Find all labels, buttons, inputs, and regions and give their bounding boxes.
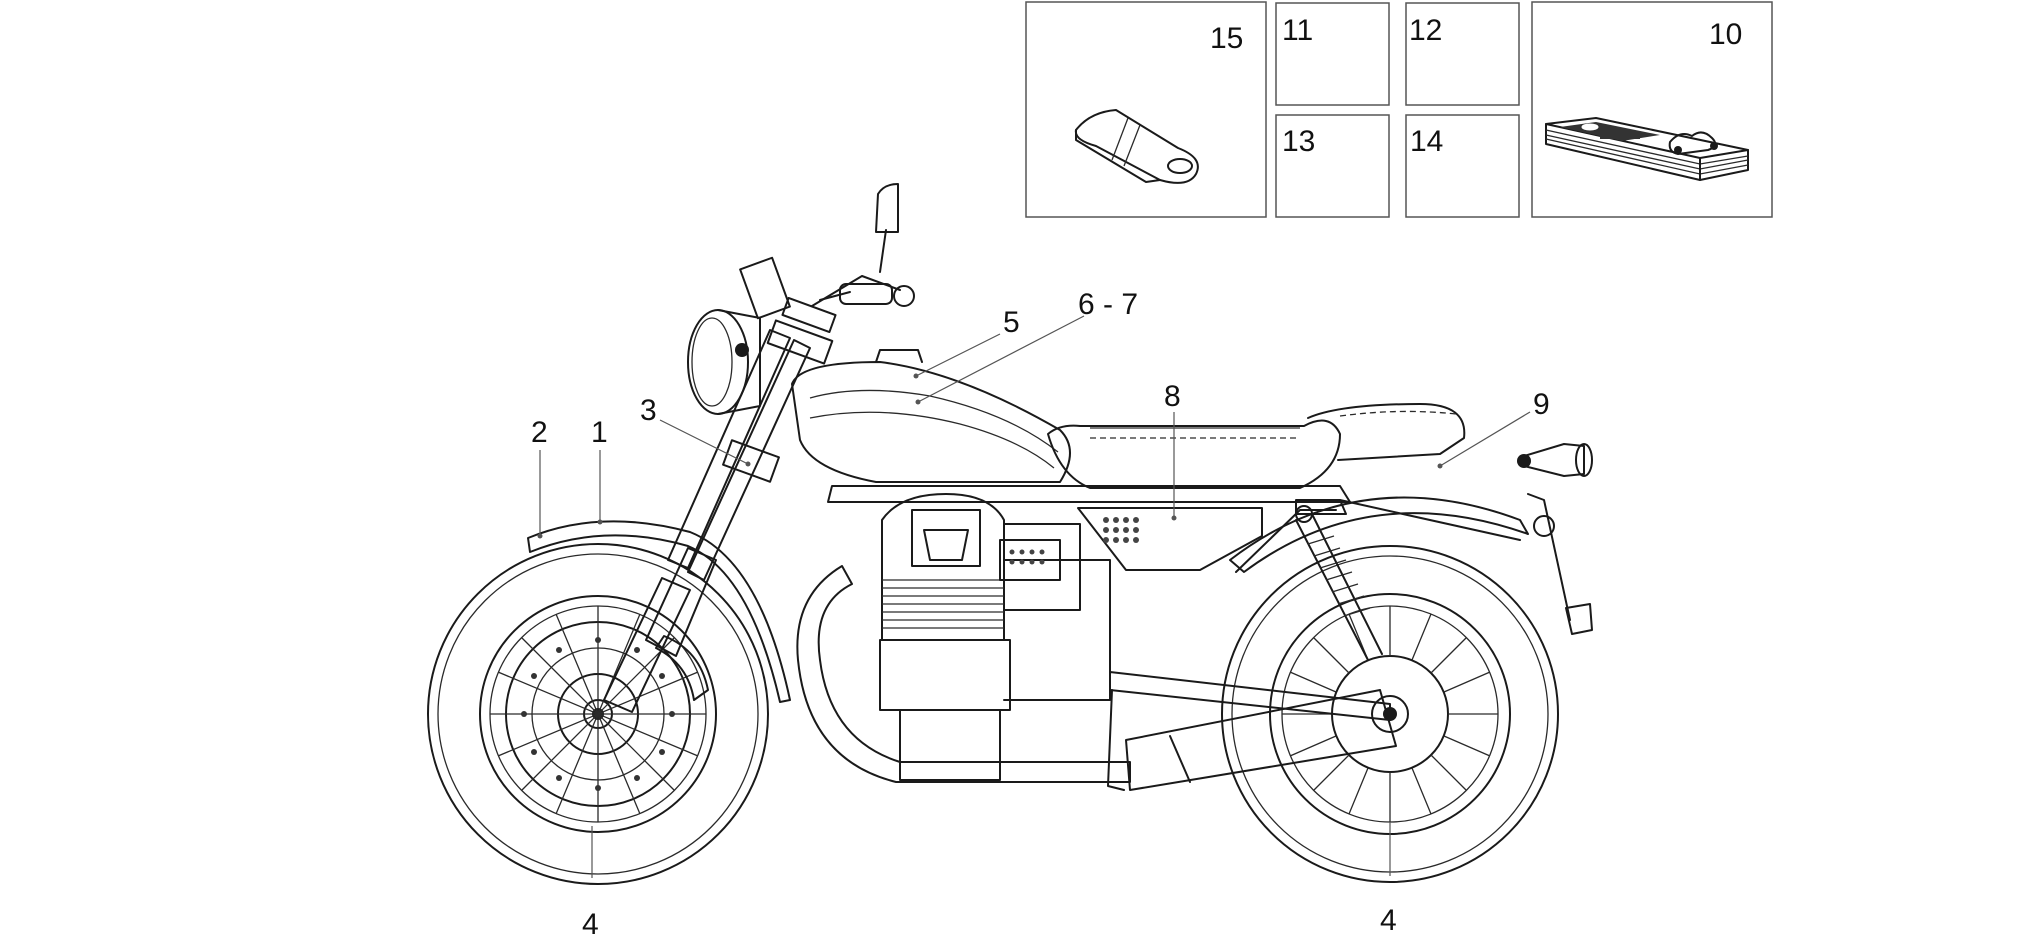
box-number-10: 10	[1709, 18, 1742, 51]
owners-manual-icon	[1545, 117, 1749, 181]
engine	[879, 493, 1111, 781]
callout-4-rear: 4	[1380, 904, 1397, 937]
box-number-14: 14	[1410, 125, 1443, 158]
box-number-13: 13	[1282, 125, 1315, 158]
front-fender	[527, 520, 791, 703]
callout-4-front: 4	[582, 908, 599, 938]
box-number-15: 15	[1210, 22, 1243, 55]
exhaust	[796, 565, 1397, 791]
inset-box-14: 14	[1405, 114, 1520, 218]
side-stand	[1107, 689, 1125, 791]
leader-lines	[537, 315, 1531, 878]
callout-6-7: 6 - 7	[1078, 288, 1138, 321]
fuel-tank	[791, 349, 1071, 483]
handlebar-assembly	[739, 183, 915, 320]
swingarm	[1109, 671, 1391, 721]
callout-9: 9	[1533, 388, 1550, 421]
callout-1: 1	[591, 416, 608, 449]
tail-light	[1517, 443, 1593, 635]
box-number-11: 11	[1282, 14, 1313, 47]
frame	[827, 485, 1521, 573]
rear-shock	[1295, 505, 1383, 661]
inset-box-10: 10	[1531, 1, 1773, 218]
leader-5	[915, 333, 1001, 377]
callout-3: 3	[640, 394, 657, 427]
box-number-12: 12	[1409, 14, 1442, 47]
front-fork	[603, 296, 837, 713]
side-panel	[1077, 507, 1263, 571]
callout-numbers: 2 1 3 5 6 - 7 8 9 4 4	[531, 288, 1550, 941]
seat	[1047, 403, 1466, 489]
tool-pouch-icon	[1074, 109, 1199, 184]
inset-box-15: 15	[1025, 1, 1267, 218]
headlight	[687, 309, 761, 415]
inset-box-12: 12	[1405, 2, 1520, 106]
motorcycle-drawing	[427, 183, 1593, 885]
leader-3	[659, 419, 749, 465]
inset-box-11: 11	[1275, 2, 1390, 106]
front-wheel	[427, 543, 769, 885]
leader-9	[1439, 411, 1531, 467]
rear-fender	[1229, 496, 1529, 573]
callout-5: 5	[1003, 306, 1020, 339]
callout-8: 8	[1164, 380, 1181, 413]
leader-6-7	[917, 315, 1085, 403]
callout-2: 2	[531, 416, 548, 449]
inset-box-13: 13	[1275, 114, 1390, 218]
